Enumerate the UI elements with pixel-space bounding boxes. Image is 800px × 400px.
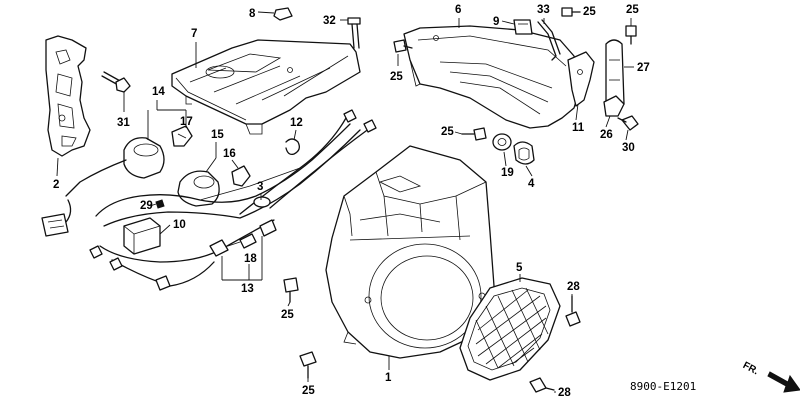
callout-label-25: 25: [626, 4, 639, 16]
part-28-screw-a: [565, 295, 581, 327]
callout-label-9: 9: [493, 16, 499, 28]
callout-label-16: 16: [223, 148, 236, 160]
part-5-screen: [459, 277, 561, 381]
part-16-clip: [231, 165, 251, 187]
part-25-screw-a: [561, 7, 581, 17]
callout-label-28: 28: [558, 387, 571, 399]
part-8-grommet: [273, 7, 293, 21]
callout-label-25: 25: [390, 71, 403, 83]
part-6-shroud: [403, 25, 581, 129]
part-9-clip: [513, 19, 533, 35]
front-direction-indicator: FR.: [741, 360, 800, 393]
part-25-screw-e: [283, 277, 299, 303]
part-25-screw-c: [393, 39, 413, 53]
part-26-clamp: [603, 95, 625, 117]
part-12-clip: [285, 138, 300, 156]
callout-label-14: 14: [152, 86, 165, 98]
callout-label-10: 10: [173, 219, 186, 231]
part-10-module: [123, 217, 161, 255]
callout-label-26: 26: [600, 129, 613, 141]
part-17-clip: [171, 125, 193, 147]
callout-label-28: 28: [567, 281, 580, 293]
part-14-ignition-coil: [65, 137, 165, 197]
callout-label-18: 18: [244, 253, 257, 265]
diagram-code: 8900-E1201: [630, 380, 696, 393]
callout-label-33: 33: [537, 4, 550, 16]
part-32-bolt: [347, 17, 361, 49]
callout-label-5: 5: [516, 262, 523, 274]
part-7-cover-plate: [171, 39, 361, 135]
leader-lines: [56, 11, 634, 393]
callout-label-1: 1: [385, 372, 392, 384]
callout-label-15: 15: [211, 129, 224, 141]
part-30-screw: [617, 115, 639, 131]
screen-mesh: [475, 287, 549, 369]
part-33-rod: [537, 19, 561, 61]
front-arrow-icon: [767, 371, 800, 393]
wire-connector: [41, 199, 72, 237]
callout-label-13: 13: [241, 283, 254, 295]
callout-label-30: 30: [622, 142, 635, 154]
part-2-bracket: [45, 35, 91, 157]
callout-label-8: 8: [249, 8, 256, 20]
callout-label-25: 25: [302, 385, 315, 397]
part-25-screw-d: [461, 127, 487, 141]
callout-label-6: 6: [455, 4, 461, 16]
callout-label-4: 4: [528, 178, 535, 190]
part-1-fan-housing: [325, 145, 495, 359]
part-25-screw-f: [299, 351, 317, 379]
part-4-seal: [513, 141, 535, 165]
part-18-terminals: [209, 219, 277, 257]
callout-label-25: 25: [583, 6, 596, 18]
callout-label-7: 7: [191, 28, 197, 40]
part-31-bolt: [101, 71, 131, 93]
callout-label-17: 17: [180, 116, 193, 128]
callout-label-29: 29: [140, 200, 153, 212]
part-15-coil: [177, 170, 220, 207]
part-28-screw-b: [529, 377, 555, 393]
callout-label-19: 19: [501, 167, 514, 179]
callout-label-32: 32: [323, 15, 336, 27]
callout-label-12: 12: [290, 117, 303, 129]
part-19-grommet: [492, 133, 512, 151]
callout-label-11: 11: [572, 122, 585, 134]
part-29-screw: [155, 199, 165, 209]
callout-label-27: 27: [637, 62, 650, 74]
part-25-screw-b: [625, 25, 637, 45]
callout-label-2: 2: [53, 179, 59, 191]
wiring-harness: [89, 109, 377, 291]
callout-label-31: 31: [117, 117, 130, 129]
callout-label-25: 25: [281, 309, 294, 321]
part-11-bracket: [567, 51, 595, 107]
callout-label-3: 3: [257, 181, 263, 193]
callout-label-25: 25: [441, 126, 454, 138]
front-label: FR.: [741, 360, 761, 377]
